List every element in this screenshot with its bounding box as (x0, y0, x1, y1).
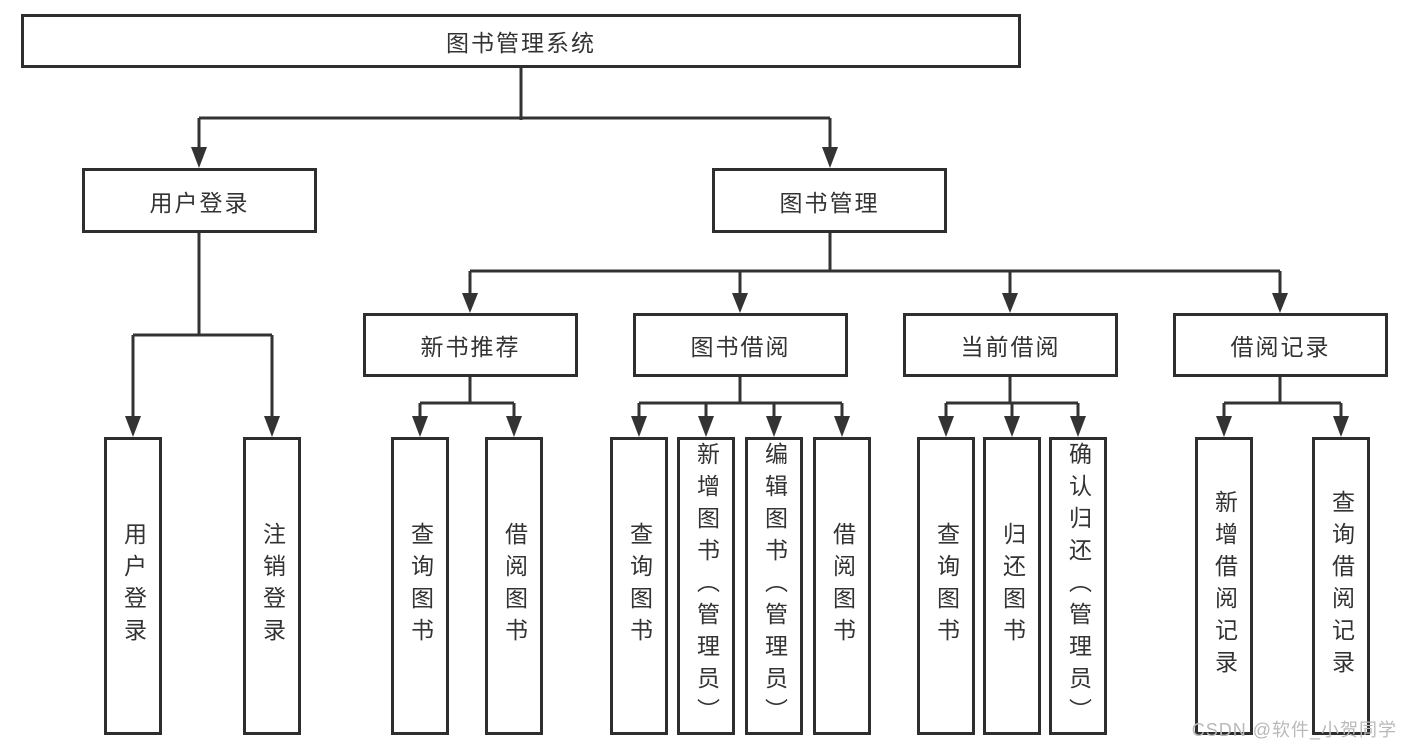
leaf-borrow-query-books: 查询图书 (610, 437, 668, 735)
leaf-label: 查询借阅记录 (1328, 490, 1355, 682)
leaf-label: 新增图书（管理员） (693, 442, 720, 730)
leaf-label: 注销登录 (259, 522, 286, 650)
leaf-records-add-borrow-record: 新增借阅记录 (1195, 437, 1253, 735)
csdn-watermark: CSDN @软件_小贺同学 (1191, 720, 1397, 740)
leaf-records-query-borrow-record: 查询借阅记录 (1312, 437, 1370, 735)
arrow-down-icon (1216, 416, 1232, 437)
leaf-borrow-edit-books-admin: 编辑图书（管理员） (745, 437, 803, 735)
arrow-down-icon (462, 293, 478, 313)
node-label: 图书借阅 (690, 334, 791, 360)
node-book-management: 图书管理 (712, 168, 947, 233)
leaf-newbook-borrow-books: 借阅图书 (485, 437, 543, 735)
node-label: 当前借阅 (960, 334, 1061, 360)
node-label: 图书管理 (779, 189, 880, 216)
node-label: 新书推荐 (420, 334, 521, 360)
leaf-label: 归还图书 (999, 522, 1026, 650)
leaf-borrow-borrow-books: 借阅图书 (813, 437, 871, 735)
leaf-label: 编辑图书（管理员） (761, 442, 788, 730)
arrow-down-icon (822, 147, 838, 168)
arrow-down-icon (412, 416, 428, 437)
leaf-label: 借阅图书 (501, 522, 528, 650)
connector-line (131, 68, 1343, 421)
node-borrowing-records: 借阅记录 (1173, 313, 1388, 377)
arrow-down-icon (264, 416, 280, 437)
node-current-borrowing: 当前借阅 (903, 313, 1118, 377)
node-label: 图书管理系统 (446, 30, 596, 56)
node-label: 借阅记录 (1230, 334, 1331, 360)
leaf-user-login: 用户登录 (104, 437, 162, 735)
leaf-label: 查询图书 (626, 522, 653, 650)
leaf-current-query-books: 查询图书 (917, 437, 975, 735)
leaf-current-confirm-return-admin: 确认归还（管理员） (1049, 437, 1107, 735)
leaf-label: 确认归还（管理员） (1065, 442, 1092, 730)
arrow-down-icon (1333, 416, 1349, 437)
leaf-label: 借阅图书 (829, 522, 856, 650)
leaf-label: 查询图书 (933, 522, 960, 650)
leaf-label: 查询图书 (407, 522, 434, 650)
node-label: 用户登录 (149, 189, 250, 216)
arrow-down-icon (698, 416, 714, 437)
arrow-down-icon (631, 416, 647, 437)
leaf-label: 新增借阅记录 (1211, 490, 1238, 682)
arrow-down-icon (938, 416, 954, 437)
arrow-down-icon (732, 293, 748, 313)
arrow-down-icon (1004, 416, 1020, 437)
leaf-label: 用户登录 (120, 522, 147, 650)
leaf-logout: 注销登录 (243, 437, 301, 735)
arrowheads (125, 147, 1349, 437)
leaf-current-return-books: 归还图书 (983, 437, 1041, 735)
node-new-book-recommendation: 新书推荐 (363, 313, 578, 377)
arrow-down-icon (1070, 416, 1086, 437)
node-user-login: 用户登录 (82, 168, 317, 233)
arrow-down-icon (766, 416, 782, 437)
node-book-borrowing: 图书借阅 (633, 313, 848, 377)
arrow-down-icon (1002, 293, 1018, 313)
leaf-borrow-add-books-admin: 新增图书（管理员） (677, 437, 735, 735)
arrow-down-icon (1272, 293, 1288, 313)
arrow-down-icon (191, 147, 207, 168)
arrow-down-icon (506, 416, 522, 437)
arrow-down-icon (834, 416, 850, 437)
leaf-newbook-query-books: 查询图书 (391, 437, 449, 735)
node-root: 图书管理系统 (21, 14, 1021, 68)
arrow-down-icon (125, 416, 141, 437)
